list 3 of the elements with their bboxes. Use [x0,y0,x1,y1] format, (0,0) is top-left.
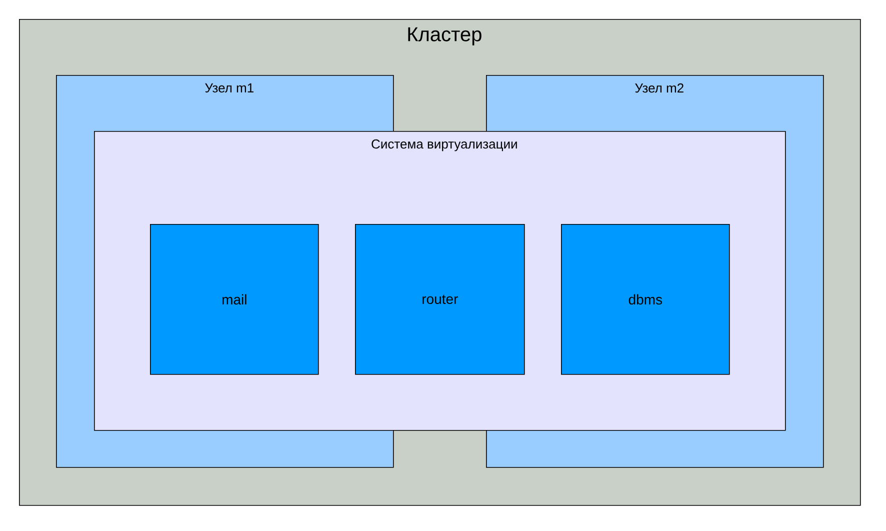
service-box: mail [150,224,319,375]
service-box: router [355,224,525,375]
service-box: dbms [561,224,730,375]
